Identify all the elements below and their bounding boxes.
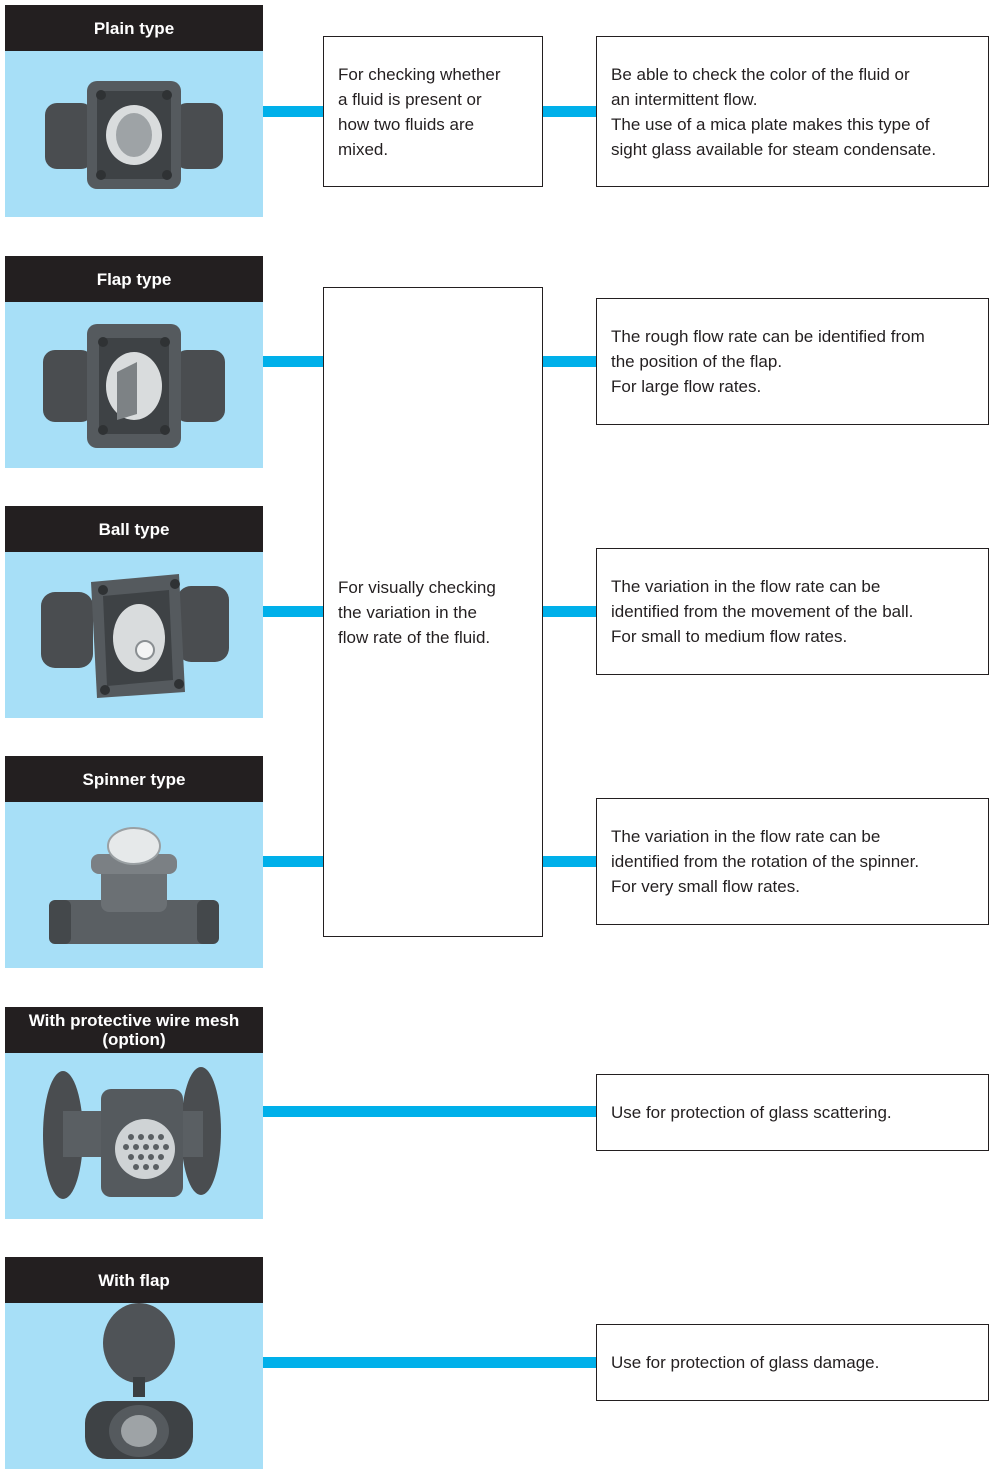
feature-text: Be able to check the color of the fluid … — [611, 64, 937, 159]
connector-line — [263, 1357, 596, 1368]
plain-type-photo — [5, 51, 263, 217]
flap-sight-glass-icon — [43, 324, 225, 448]
connector-line — [543, 356, 596, 367]
connector-line — [543, 606, 596, 617]
purpose-box-flow-rate: For visually checking the variation in t… — [323, 287, 543, 937]
feature-text: The variation in the flow rate can be id… — [611, 827, 920, 896]
wire-mesh-photo — [5, 1053, 263, 1219]
feature-text: Use for protection of glass damage. — [611, 1353, 880, 1372]
feature-box-spinner: The variation in the flow rate can be id… — [596, 798, 989, 925]
spinner-type-header: Spinner type — [5, 756, 263, 802]
purpose-text: For checking whether a fluid is present … — [338, 64, 501, 159]
connector-line — [263, 1106, 596, 1117]
feature-box-plain: Be able to check the color of the fluid … — [596, 36, 989, 187]
ball-type-header: Ball type — [5, 506, 263, 552]
plain-sight-glass-icon — [45, 81, 223, 189]
feature-box-ball: The variation in the flow rate can be id… — [596, 548, 989, 675]
connector-line — [263, 606, 323, 617]
flap-type-header: Flap type — [5, 256, 263, 302]
wire-mesh-header: With protective wire mesh (option) — [5, 1007, 263, 1053]
ball-sight-glass-icon — [41, 574, 229, 698]
spinner-type-photo — [5, 802, 263, 968]
connector-line — [263, 356, 323, 367]
plain-type-header: Plain type — [5, 5, 263, 51]
connector-line — [543, 106, 596, 117]
flap-cover-sight-glass-icon — [85, 1303, 193, 1459]
feature-box-wire-mesh: Use for protection of glass scattering. — [596, 1074, 989, 1151]
purpose-text: For visually checking the variation in t… — [338, 577, 496, 647]
feature-text: The rough flow rate can be identified fr… — [611, 327, 925, 396]
connector-line — [263, 856, 323, 867]
connector-line — [263, 106, 323, 117]
with-flap-header: With flap — [5, 1257, 263, 1303]
feature-text: The variation in the flow rate can be id… — [611, 577, 914, 646]
wire-mesh-sight-glass-icon — [43, 1067, 221, 1199]
flap-type-photo — [5, 302, 263, 468]
connector-line — [543, 856, 596, 867]
purpose-box-presence: For checking whether a fluid is present … — [323, 36, 543, 187]
feature-box-flap: The rough flow rate can be identified fr… — [596, 298, 989, 425]
feature-text: Use for protection of glass scattering. — [611, 1103, 892, 1122]
spinner-sight-glass-icon — [49, 827, 219, 944]
feature-box-with-flap: Use for protection of glass damage. — [596, 1324, 989, 1401]
ball-type-photo — [5, 552, 263, 718]
with-flap-photo — [5, 1303, 263, 1469]
